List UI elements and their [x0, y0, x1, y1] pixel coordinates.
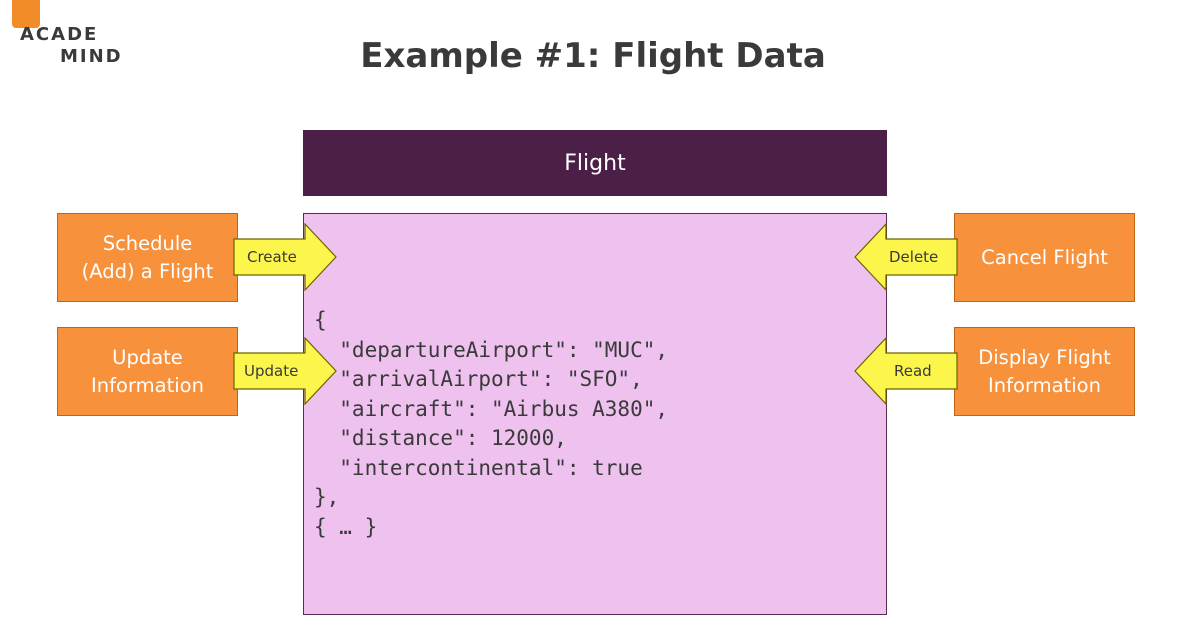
schedule-flight-label: Schedule (Add) a Flight	[81, 231, 214, 283]
json-line: "distance": 12000,	[314, 426, 567, 450]
update-arrow: Update	[233, 337, 337, 405]
update-information-label: Update Information	[91, 345, 204, 397]
academind-logo: ACADE MIND	[0, 0, 140, 80]
create-arrow: Create	[233, 223, 337, 291]
create-arrow-label: Create	[247, 248, 297, 266]
json-line: "aircraft": "Airbus A380",	[314, 396, 669, 421]
json-line: "arrivalAirport": "SFO",	[314, 367, 643, 391]
read-arrow-label: Read	[894, 362, 932, 380]
arrow-left-icon	[854, 223, 958, 291]
arrow-right-icon	[233, 337, 337, 405]
entity-name: Flight	[564, 150, 626, 176]
update-arrow-label: Update	[244, 362, 299, 380]
cancel-flight-label: Cancel Flight	[981, 245, 1108, 269]
display-flight-label: Display Flight Information	[978, 345, 1111, 397]
json-document: { "departureAirport": "MUC", "arrivalAir…	[314, 306, 668, 542]
entity-header: Flight	[303, 130, 887, 196]
data-box: { "departureAirport": "MUC", "arrivalAir…	[303, 213, 887, 615]
display-flight-box: Display Flight Information	[954, 327, 1135, 416]
arrow-left-icon	[854, 337, 958, 405]
arrow-right-icon	[233, 223, 337, 291]
json-line: "intercontinental": true	[314, 455, 643, 480]
read-arrow: Read	[854, 337, 958, 405]
cancel-flight-box: Cancel Flight	[954, 213, 1135, 302]
logo-text-line2: MIND	[60, 46, 123, 67]
delete-arrow: Delete	[854, 223, 958, 291]
json-line: {	[314, 308, 327, 332]
logo-text-line1: ACADE	[20, 24, 99, 45]
update-information-box: Update Information	[57, 327, 238, 416]
json-line: { … }	[314, 514, 378, 539]
delete-arrow-label: Delete	[889, 248, 939, 266]
logo-accent-shape	[12, 0, 40, 28]
schedule-flight-box: Schedule (Add) a Flight	[57, 213, 238, 302]
page-title: Example #1: Flight Data	[360, 36, 826, 76]
json-line: "departureAirport": "MUC",	[314, 337, 669, 362]
json-line: },	[314, 485, 340, 509]
